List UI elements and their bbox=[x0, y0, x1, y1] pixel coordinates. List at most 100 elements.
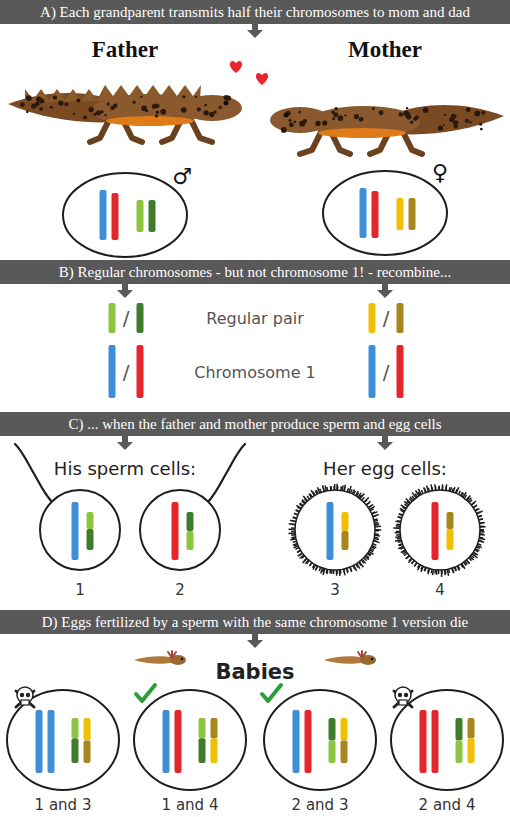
newt-eye bbox=[224, 101, 229, 106]
egg-fuzz bbox=[359, 562, 363, 567]
egg-fuzz bbox=[375, 535, 380, 537]
skull-eye bbox=[20, 693, 24, 697]
egg-fuzz bbox=[479, 541, 485, 543]
newt-spot bbox=[298, 111, 301, 114]
newt-spot bbox=[444, 114, 446, 116]
newt-spot bbox=[96, 110, 101, 115]
egg-fuzz bbox=[336, 570, 338, 576]
newt-spot bbox=[140, 96, 142, 98]
egg-fuzz bbox=[401, 505, 407, 509]
egg-fuzz bbox=[470, 557, 474, 560]
row-label: Regular pair bbox=[206, 309, 303, 328]
egg-fuzz bbox=[296, 505, 301, 508]
newt-spot bbox=[160, 109, 166, 115]
heart-symbol bbox=[230, 61, 242, 73]
egg-fuzz bbox=[375, 529, 381, 531]
newt-spot bbox=[289, 122, 294, 127]
down-arrow bbox=[377, 436, 393, 450]
cell-outline bbox=[387, 685, 507, 815]
egg-fuzz bbox=[344, 485, 345, 491]
cell-outline bbox=[130, 685, 250, 815]
chromosome-bar bbox=[327, 502, 334, 560]
egg-fuzz bbox=[334, 484, 336, 490]
newt-spot bbox=[93, 112, 96, 115]
egg-fuzz bbox=[300, 555, 304, 558]
offspring-cell: 2 and 3 bbox=[260, 685, 380, 815]
egg-fuzz bbox=[457, 566, 459, 571]
egg-fuzz bbox=[289, 523, 296, 525]
sperm-cell: 1 bbox=[35, 488, 125, 600]
newt-spot bbox=[26, 95, 32, 101]
section-header: C) ... when the father and mother produc… bbox=[0, 412, 510, 436]
egg-fuzz bbox=[479, 538, 485, 539]
newt-spot bbox=[181, 109, 183, 111]
newt-spot bbox=[344, 114, 346, 116]
chromosome-bar bbox=[360, 188, 367, 238]
offspring-cell: 1 and 4 bbox=[130, 685, 250, 815]
skull-symbol bbox=[394, 687, 412, 707]
chromosome-bar bbox=[137, 345, 144, 398]
egg-fuzz bbox=[480, 526, 486, 528]
newt-spot bbox=[141, 105, 147, 111]
egg-fuzz bbox=[322, 485, 324, 491]
egg-fuzz bbox=[356, 491, 359, 496]
chromosome-bar bbox=[468, 718, 475, 738]
heart-symbol bbox=[256, 73, 268, 85]
egg-fuzz bbox=[354, 565, 357, 571]
egg-fuzz bbox=[311, 490, 314, 495]
chromosome-bar bbox=[409, 198, 416, 230]
egg-fuzz bbox=[290, 520, 296, 521]
newt-spot bbox=[223, 95, 228, 100]
newt-spot bbox=[454, 124, 458, 128]
chromosome-bar bbox=[342, 531, 349, 550]
section-header: D) Eggs fertilized by a sperm with the s… bbox=[0, 610, 510, 634]
combination-label: 2 and 4 bbox=[387, 795, 507, 815]
newt-belly bbox=[106, 116, 194, 126]
combination-label: 1 and 3 bbox=[3, 795, 123, 815]
newt-spot bbox=[315, 121, 320, 126]
newt-head bbox=[182, 95, 242, 121]
skull-jaw bbox=[399, 700, 407, 705]
egg-fuzz bbox=[313, 565, 316, 570]
egg-fuzz bbox=[398, 546, 403, 548]
chromosome-bar bbox=[372, 191, 379, 238]
egg-fuzz bbox=[369, 551, 374, 554]
larva-eye bbox=[371, 658, 374, 661]
egg-fuzz bbox=[406, 498, 411, 502]
sex-symbol: ♀ bbox=[432, 160, 448, 185]
egg-fuzz bbox=[323, 569, 325, 575]
newt-spot bbox=[203, 110, 208, 115]
newt-eye bbox=[284, 113, 289, 118]
newt-spot bbox=[438, 125, 443, 130]
egg-fuzz bbox=[472, 554, 477, 558]
egg-fuzz bbox=[462, 564, 465, 569]
newt-spot bbox=[64, 102, 68, 106]
newt-spot bbox=[50, 106, 53, 109]
egg-fuzz bbox=[375, 526, 381, 528]
chromosome-bar bbox=[420, 710, 427, 773]
skull-eye bbox=[404, 693, 408, 697]
larva-gill bbox=[172, 652, 176, 658]
newt-spot bbox=[195, 96, 197, 98]
header-text: A) Each grandparent transmits half their… bbox=[40, 4, 470, 21]
egg-fuzz bbox=[471, 501, 476, 505]
egg-fuzz bbox=[339, 570, 341, 576]
chromosome-bar bbox=[109, 345, 116, 398]
newt-spot bbox=[161, 109, 165, 113]
newt-spot bbox=[334, 107, 338, 111]
chromosome-bar bbox=[456, 718, 463, 741]
egg-fuzz bbox=[441, 570, 443, 577]
newt-spot bbox=[73, 113, 75, 115]
cell-membrane bbox=[264, 690, 376, 790]
egg-fuzz bbox=[358, 493, 361, 497]
egg-fuzz bbox=[365, 556, 369, 559]
newt-spot bbox=[133, 101, 136, 104]
egg-fuzz bbox=[400, 508, 405, 511]
down-arrow bbox=[247, 634, 263, 648]
separator-slash: / bbox=[123, 360, 130, 384]
sperm-tail bbox=[208, 444, 245, 502]
newt-head bbox=[270, 107, 330, 133]
newt-body bbox=[308, 106, 420, 138]
egg-fuzz bbox=[344, 569, 345, 575]
chromosome-bar bbox=[341, 741, 348, 764]
